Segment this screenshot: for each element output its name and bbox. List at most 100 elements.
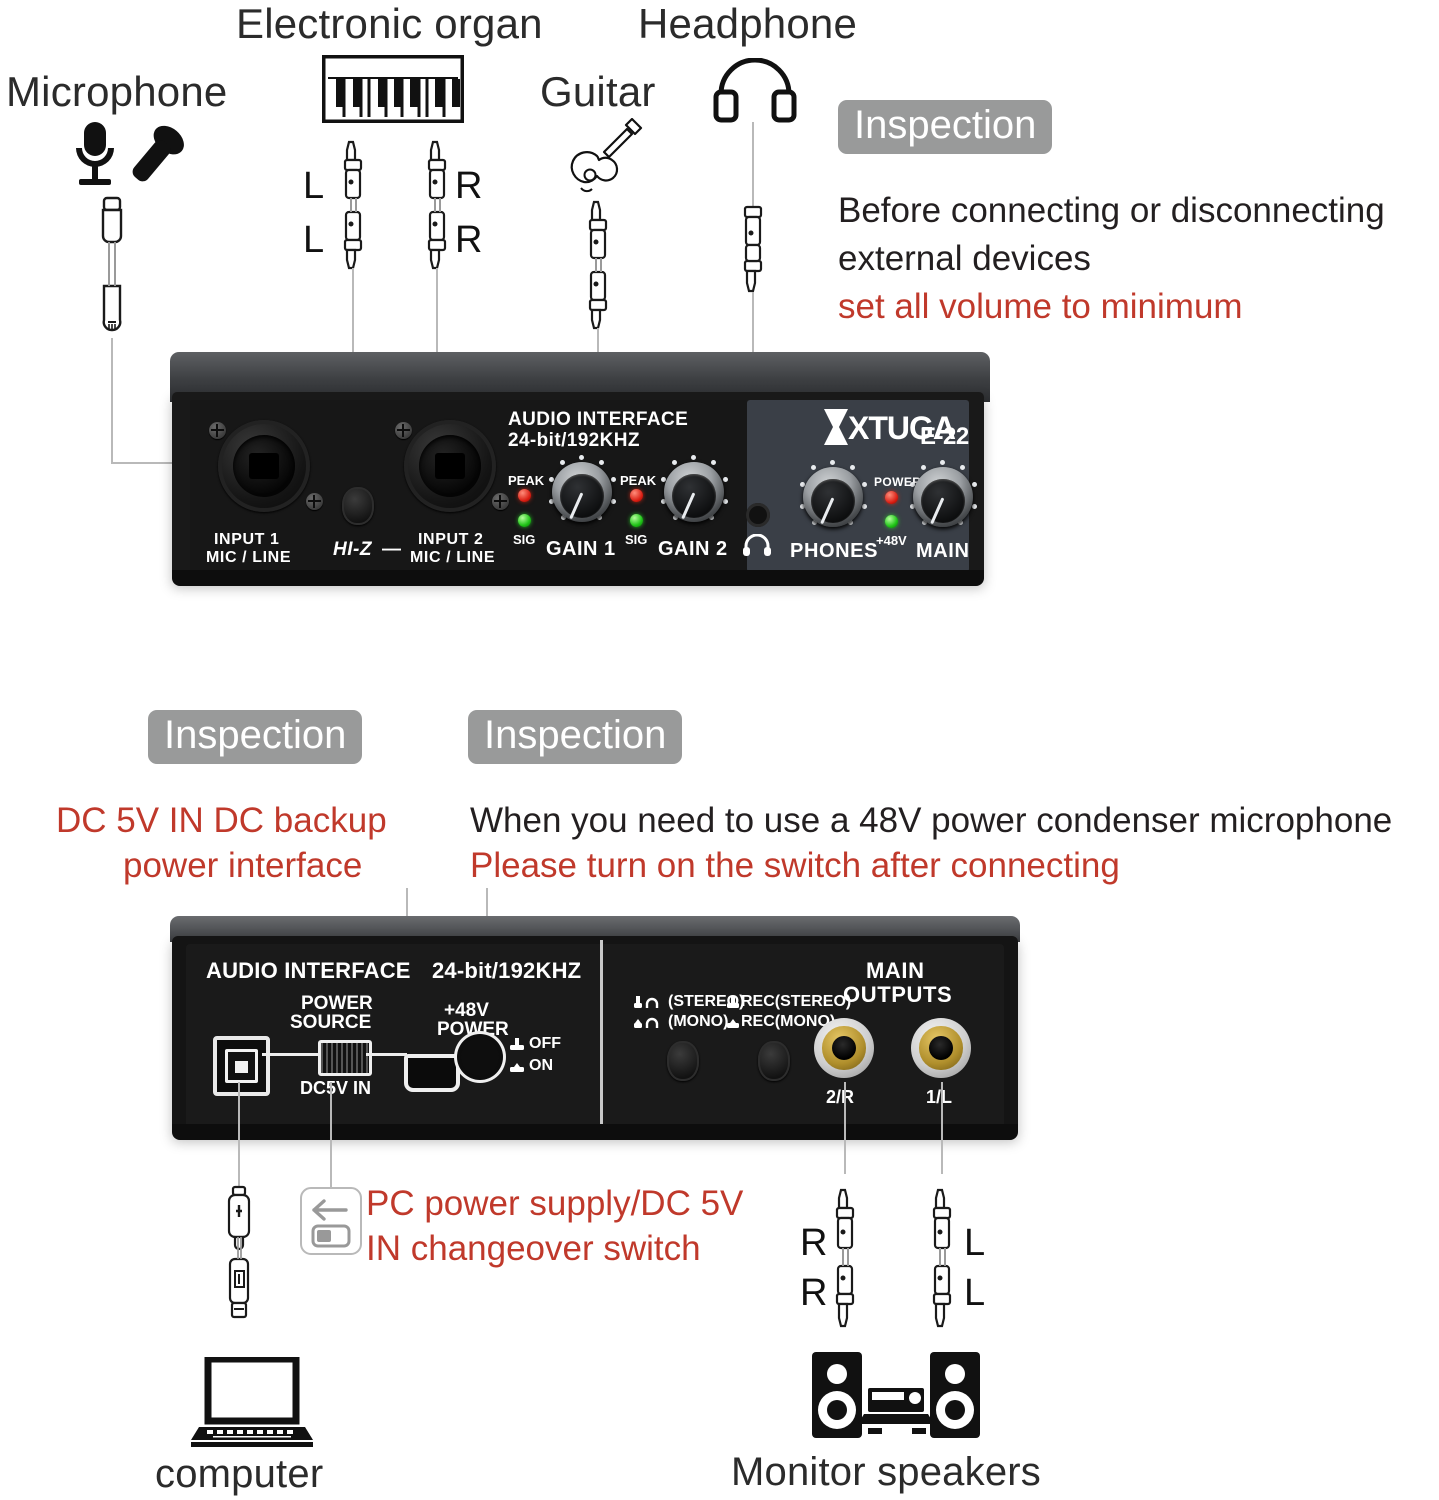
output-2r-label: 2/R [826, 1087, 855, 1107]
guitar-label: Guitar [540, 68, 656, 115]
stereo-mode-icon [634, 996, 664, 1010]
rec-mono-icon [727, 1016, 739, 1029]
input2-xlr-slot [435, 453, 465, 479]
inspection-top-line1: Before connecting or disconnecting [838, 191, 1385, 230]
guitar-icon [567, 117, 652, 200]
headphone-icon [713, 57, 798, 123]
guitar-plug [583, 200, 613, 330]
inspection-right-line1: When you need to use a 48V power condens… [470, 801, 1393, 840]
phantom-line1: +48V [444, 1000, 489, 1021]
hi-z-button[interactable] [342, 487, 374, 525]
peak2-label: PEAK [620, 473, 657, 488]
phones-knob[interactable] [803, 467, 863, 527]
inspection-top-line2: external devices [838, 239, 1091, 278]
output-jack-2r[interactable] [814, 1018, 874, 1078]
phantom-line2: POWER [437, 1019, 509, 1040]
headphone-output-jack[interactable] [746, 503, 770, 527]
organ-right-cable [436, 268, 438, 348]
power-source-link-left [262, 1053, 318, 1056]
electronic-organ-label: Electronic organ [236, 0, 543, 47]
gain1-knob[interactable] [552, 462, 612, 522]
rear-panel-divider [600, 940, 603, 1130]
input1-label-line1: INPUT 1 [214, 531, 280, 548]
phones-dot-ring [798, 460, 868, 530]
power-source-line1: POWER [301, 993, 373, 1014]
main-outputs-line2: OUTPUTS [843, 982, 953, 1007]
microphone-lead-v [111, 438, 113, 464]
main-knob[interactable] [913, 467, 973, 527]
xtuga-logo-mark [822, 407, 852, 447]
output-right-bottom-label: R [800, 1272, 828, 1314]
inspection-left-line1: DC 5V IN DC backup [56, 801, 387, 840]
microphone-label: Microphone [6, 68, 228, 115]
power-source-slide-switch[interactable] [318, 1040, 372, 1076]
headphone-label: Headphone [638, 0, 857, 47]
input2-screw-bottom [492, 493, 509, 510]
input1-screw-top [209, 422, 226, 439]
model-label: E-22 [920, 423, 969, 450]
switch-off-icon [510, 1038, 524, 1051]
organ-left-cable [352, 268, 354, 348]
output-1l-label: 1/L [926, 1087, 953, 1107]
phantom-power-switch[interactable] [461, 1038, 499, 1076]
rec-mode-button[interactable] [758, 1041, 790, 1081]
monitor-speakers-icon [812, 1352, 980, 1444]
organ-right-bottom-channel: R [455, 219, 483, 261]
sig1-label: SIG [513, 532, 536, 547]
gain1-label: GAIN 1 [546, 538, 616, 560]
output-right-top-label: R [800, 1222, 828, 1264]
input1-xlr-jack[interactable] [218, 420, 310, 512]
microphone-cable [111, 338, 113, 448]
output-mode-button[interactable] [667, 1041, 699, 1081]
changeover-lead [330, 1082, 332, 1187]
inspection-badge-right-text: Inspection [468, 710, 683, 764]
front-panel-base [172, 570, 984, 586]
usb-cable-connector [222, 1185, 256, 1325]
power-label: POWER [874, 475, 922, 489]
dc5v-in-label: DC5V IN [300, 1078, 372, 1098]
micro-usb-port[interactable] [404, 1054, 460, 1092]
monitor-speakers-label: Monitor speakers [731, 1450, 1041, 1494]
output-jack-1l-hole [929, 1036, 953, 1060]
organ-left-top-channel: L [303, 165, 325, 207]
hi-z-dash: — [382, 539, 401, 560]
output-jack-1l[interactable] [911, 1018, 971, 1078]
inspection-left-line2: power interface [123, 846, 363, 885]
computer-icon [191, 1355, 313, 1449]
changeover-note-line2: IN changeover switch [366, 1229, 701, 1268]
microphone-xlr-connector [95, 196, 129, 341]
power-led [885, 491, 898, 504]
input2-xlr-jack[interactable] [404, 420, 496, 512]
output-left-bottom-label: L [964, 1272, 986, 1314]
micro-usb-link [404, 1053, 407, 1056]
mode-mono-label: (MONO) [668, 1013, 729, 1030]
changeover-note-line1: PC power supply/DC 5V [366, 1184, 744, 1223]
peak1-led [518, 489, 531, 502]
input2-label-line1: INPUT 2 [418, 531, 484, 548]
switch-on-icon [510, 1060, 524, 1073]
sig2-label: SIG [625, 532, 648, 547]
main-outputs-line1: MAIN [866, 958, 925, 983]
power-source-line2: SOURCE [290, 1012, 372, 1033]
sig1-led [518, 514, 531, 527]
front-title-line2: 24-bit/192KHZ [508, 430, 640, 451]
phones-label: PHONES [790, 540, 879, 562]
keyboard-icon [320, 53, 466, 125]
hi-z-label: HI-Z [333, 539, 372, 560]
inspection-top-line3: set all volume to minimum [838, 287, 1243, 326]
inspection-badge-right: Inspection [468, 710, 683, 764]
phantom-label: +48V [876, 533, 907, 548]
output-1l-lead [941, 1082, 943, 1174]
input2-screw-top [395, 422, 412, 439]
headphone-plug [738, 205, 768, 293]
front-title-line1: AUDIO INTERFACE [508, 409, 689, 430]
gain2-knob[interactable] [664, 462, 724, 522]
headphone-cable-top [752, 122, 754, 214]
peak2-led [630, 489, 643, 502]
rec-mono-label: REC(MONO) [741, 1013, 836, 1030]
power-source-link-right [366, 1053, 406, 1056]
rec-stereo-label: REC(STEREO) [741, 993, 852, 1010]
mode-stereo-label: (STEREO) [668, 993, 745, 1010]
usb-b-port[interactable] [213, 1036, 270, 1096]
input2-label-line2: MIC / LINE [410, 549, 496, 566]
